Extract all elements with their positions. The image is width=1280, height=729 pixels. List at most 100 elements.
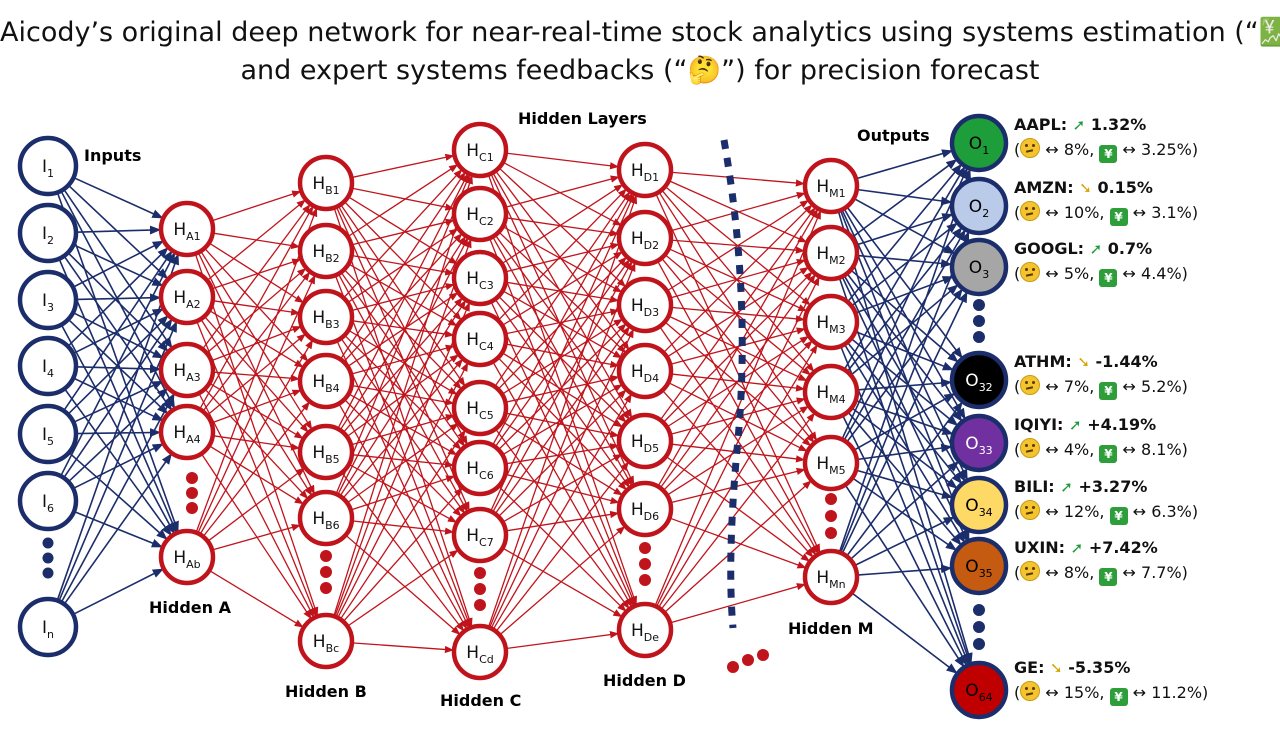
- edge-hidden_c-4-to-hidden_d-6: [494, 428, 630, 610]
- node-output-34-circle: [949, 475, 1009, 535]
- edge-hidden_a-2-to-hidden_b-0: [201, 203, 311, 350]
- close-paren: ): [1181, 264, 1188, 283]
- edge-hidden_c-7-to-hidden_d-4: [495, 461, 629, 632]
- label-hidden-d: Hidden D: [603, 671, 686, 690]
- edge-hidden_b-2-to-hidden_c-0: [343, 169, 463, 299]
- node-hidden-m-m4-label: HM4: [816, 383, 845, 406]
- node-hidden-b-b6: HB6: [297, 489, 355, 547]
- node-hidden-m-m2-circle: [802, 224, 860, 282]
- edge-inputs-5-to-hidden_a-3: [72, 443, 164, 490]
- trend-up-icon: ➚: [1060, 478, 1073, 496]
- node-inputs-5: I5: [17, 403, 79, 465]
- ellipsis-hidden-a-1: [186, 487, 198, 499]
- trend-up-icon: ➚: [1089, 240, 1103, 258]
- output-forecast-line: AMZN: ➘ 0.15%: [1014, 176, 1198, 200]
- edge-hidden_m-3-to-outputs-5: [851, 407, 958, 489]
- output-annotation-34: BILI: ➚ +3.27%( ↔ 12%, ¥ ↔ 6.3%): [1014, 475, 1198, 525]
- edge-hidden_m-2-to-outputs-1: [850, 222, 958, 307]
- close-paren: ): [1181, 440, 1188, 459]
- node-inputs-6-circle: [17, 470, 79, 532]
- node-hidden-d-d2-circle: [616, 209, 674, 267]
- node-hidden-m-m4: HM4: [802, 363, 860, 421]
- node-hidden-m-mn: HMn: [802, 548, 860, 606]
- systems-estimation-value: 4.4%: [1141, 264, 1182, 283]
- edge-hidden_a-0-to-hidden_b-0: [211, 190, 302, 222]
- edge-hidden_d-3-to-hidden_m-0: [662, 204, 813, 354]
- edge-hidden_m-0-to-outputs-2: [853, 197, 956, 255]
- edge-hidden_c-5-to-hidden_d-0: [492, 192, 633, 446]
- edge-hidden_a-2-to-hidden_b-2: [211, 326, 302, 362]
- forecast-change: 0.7%: [1107, 239, 1153, 258]
- node-hidden-m-m5-label: HM5: [816, 454, 845, 477]
- node-hidden-d-d6: HD6: [616, 480, 674, 538]
- yen-chart-icon: ¥: [1099, 382, 1118, 400]
- edge-hidden_b-3-to-hidden_c-6: [343, 398, 462, 517]
- edge-hidden_m-0-to-outputs-4: [843, 208, 966, 420]
- edge-hidden_c-5-to-hidden_d-6: [498, 485, 627, 612]
- edge-hidden_a-3-to-hidden_b-2: [206, 333, 306, 416]
- edge-hidden_m-2-to-outputs-7: [839, 345, 970, 666]
- edge-hidden_m-5-to-outputs-1: [839, 230, 970, 554]
- node-hidden-c-c4: HC4: [451, 310, 509, 368]
- node-hidden-c-c7-circle: [451, 506, 509, 564]
- node-inputs-4: I4: [17, 335, 79, 397]
- node-hidden-b-b6-circle: [297, 489, 355, 547]
- edge-hidden_m-5-to-outputs-2: [841, 291, 968, 554]
- bidir-arrow-icon: ↔: [1122, 377, 1136, 396]
- node-hidden-d-d5-circle: [616, 412, 674, 470]
- comma: ,: [1089, 563, 1095, 582]
- node-hidden-d-d3-label: HD3: [631, 296, 659, 319]
- open-paren: (: [1014, 563, 1021, 582]
- bidir-arrow-icon: ↔: [1045, 563, 1059, 582]
- edge-hidden_b-2-to-hidden_c-6: [340, 337, 465, 514]
- node-hidden-m-m1-circle: [802, 157, 860, 215]
- edge-hidden_b-3-to-hidden_c-2: [347, 292, 459, 368]
- yen-chart-icon: ¥: [1099, 145, 1118, 163]
- output-confidence-line: ( ↔ 4%, ¥ ↔ 8.1%): [1014, 437, 1188, 463]
- node-hidden-d-d5: HD5: [616, 412, 674, 470]
- edge-inputs-1-to-hidden_a-2: [67, 252, 169, 352]
- node-output-33: O33: [949, 413, 1009, 473]
- expert-feedback-value: 7%: [1063, 377, 1090, 396]
- ellipsis-hidden-d-1: [639, 558, 651, 570]
- node-hidden-a-a1: HA1: [158, 200, 216, 258]
- close-paren: ): [1181, 377, 1188, 396]
- node-hidden-m-m1: HM1: [802, 157, 860, 215]
- edge-hidden_b-5-to-hidden_c-5: [350, 475, 456, 511]
- edge-hidden_c-0-to-hidden_d-1: [502, 161, 622, 226]
- edge-hidden_d-5-to-hidden_m-5: [669, 517, 807, 569]
- edge-hidden_d-2-to-hidden_m-0: [666, 200, 810, 292]
- edge-hidden_d-4-to-hidden_m-5: [665, 455, 810, 562]
- edge-hidden_c-1-to-hidden_d-0: [504, 175, 620, 208]
- edge-hidden_c-2-to-hidden_d-0: [501, 184, 624, 265]
- edge-hidden_c-2-to-hidden_d-1: [505, 242, 620, 273]
- node-hidden-m-m1-label: HM1: [816, 177, 845, 200]
- edge-hidden_m-2-to-outputs-6: [843, 343, 966, 544]
- forecast-change: 1.32%: [1090, 115, 1147, 134]
- trend-down-icon: ➘: [1079, 179, 1092, 197]
- node-hidden-c-c2-label: HC2: [466, 205, 493, 228]
- edge-hidden_b-5-to-hidden_c-4: [346, 423, 459, 504]
- thinking-face-icon: [1020, 438, 1041, 458]
- node-hidden-b-b4: HB4: [297, 352, 355, 410]
- edge-hidden_m-0-to-outputs-1: [856, 188, 953, 206]
- node-hidden-a-a3-label: HA3: [173, 361, 200, 384]
- edge-hidden_d-5-to-hidden_m-1: [659, 274, 816, 489]
- edge-hidden_m-4-to-outputs-7: [844, 484, 965, 668]
- expert-feedback-value: 4%: [1063, 440, 1090, 459]
- edge-inputs-3-to-hidden_a-0: [67, 247, 169, 347]
- output-confidence-line: ( ↔ 15%, ¥ ↔ 11.2%): [1014, 680, 1208, 706]
- edge-inputs-6-to-hidden_a-3: [63, 453, 172, 605]
- ellipsis-hidden-m-2: [825, 527, 837, 539]
- node-hidden-d-d1: HD1: [616, 141, 674, 199]
- ellipsis-hidden-b-2: [320, 582, 332, 594]
- open-paren: (: [1014, 264, 1021, 283]
- edge-hidden_d-6-to-hidden_m-0: [654, 210, 822, 607]
- edge-hidden_b-3-to-hidden_c-4: [351, 384, 455, 406]
- edge-inputs-1-to-hidden_a-1: [73, 243, 164, 287]
- edge-hidden_c-6-to-hidden_d-6: [502, 547, 623, 618]
- node-hidden-d-d2: HD2: [616, 209, 674, 267]
- systems-estimation-value: 3.1%: [1151, 203, 1192, 222]
- nodes-layer: I1I2I3I4I5I6InHA1HA2HA3HA4HAbHB1HB2HB3HB…: [17, 113, 1009, 720]
- edge-hidden_d-4-to-hidden_m-0: [659, 207, 816, 421]
